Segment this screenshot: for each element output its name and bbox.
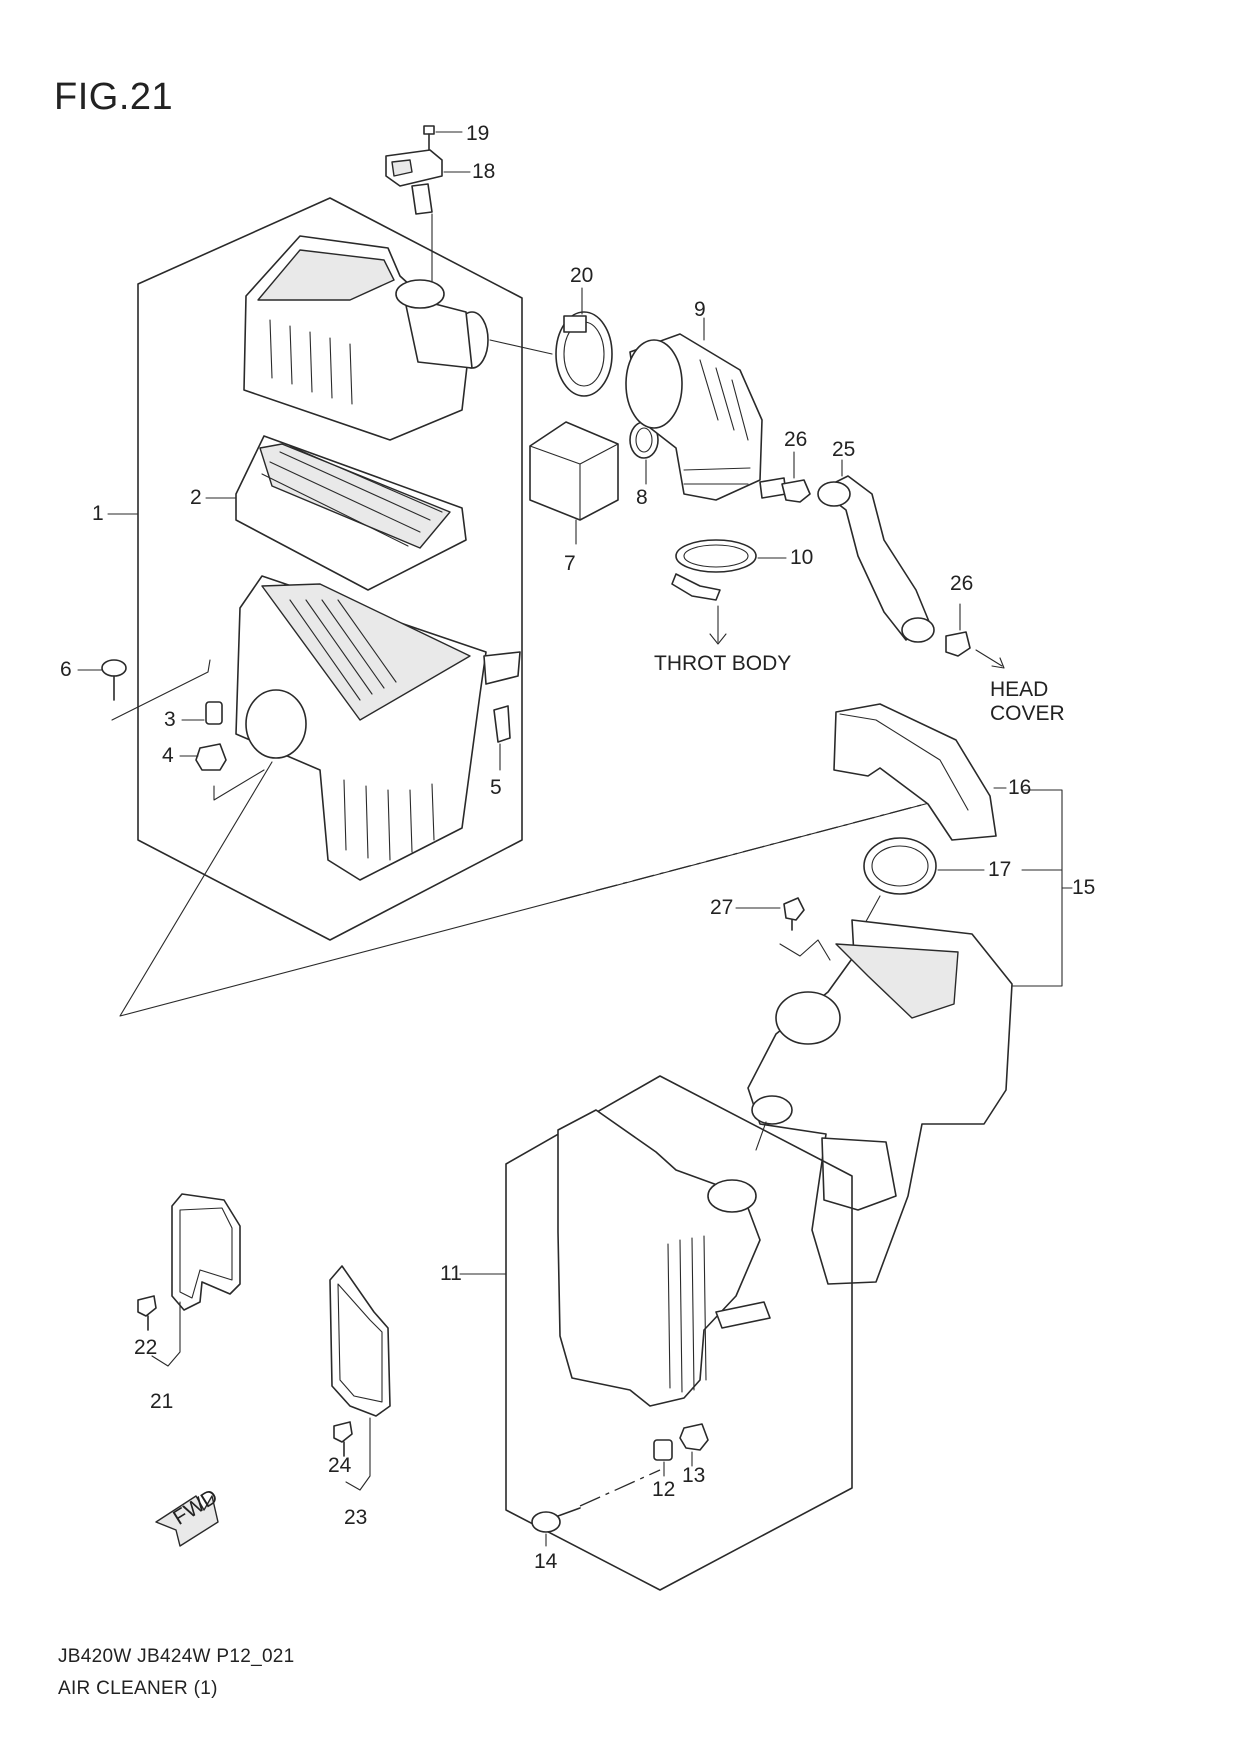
part-22-clip[interactable] [137,1295,157,1331]
bracket-15 [1011,789,1063,987]
callout-9: 9 [694,298,706,321]
part-26-clip-lower[interactable] [945,631,971,657]
callout-18: 18 [472,160,495,183]
leader-6-3 [111,659,211,721]
callout-25: 25 [832,438,855,461]
part-13-grommet[interactable] [679,1423,709,1451]
part-18-maf-sensor[interactable] [385,149,443,215]
leader-case-to-20 [489,339,553,355]
leader-23-24 [345,1417,371,1491]
note-cover: COVER [990,702,1065,725]
air-cleaner-upper-case[interactable] [243,235,489,441]
resonator-duct[interactable] [747,919,1013,1285]
callout-15: 15 [1072,876,1095,899]
callout-17: 17 [988,858,1011,881]
dash-leader-14 [579,1469,661,1507]
callout-2: 2 [190,486,202,509]
part-4-grommet[interactable] [195,743,227,771]
leader-21-22 [151,1301,181,1367]
part-16-duct-upper[interactable] [833,703,997,841]
callout-19: 19 [466,122,489,145]
arrow-head-head-cover [991,657,1005,669]
callout-4: 4 [162,744,174,767]
diagram-name: AIR CLEANER (1) [58,1678,218,1699]
callout-3: 3 [164,708,176,731]
callout-24: 24 [328,1454,352,1477]
part-8-o-ring[interactable] [629,421,659,459]
callout-11: 11 [440,1262,462,1285]
dash-leader-duct [559,797,949,901]
callout-14: 14 [534,1550,558,1573]
part-6-bolt[interactable] [101,659,127,701]
part-27-clip[interactable] [783,897,805,931]
figure-title: FIG.21 [54,76,174,118]
part-5-clip[interactable] [493,705,511,743]
part-19-screw[interactable] [423,125,435,151]
part-24-clip[interactable] [333,1421,353,1457]
callout-16: 16 [1008,776,1031,799]
leader-duct-to-11 [755,1121,767,1151]
arrow-head-cover [975,649,1003,667]
callout-7: 7 [564,552,576,575]
callout-26-lower: 26 [950,572,973,595]
part-20-clamp[interactable] [555,311,613,397]
part-26-clip-upper[interactable] [781,479,811,503]
callout-10: 10 [790,546,813,569]
diagram-code: JB420W JB424W P12_021 [58,1646,295,1667]
note-throt-body: THROT BODY [654,652,791,675]
callout-26-upper: 26 [784,428,807,451]
callout-12: 12 [652,1478,675,1501]
part-25-breather-hose[interactable] [817,475,935,643]
callout-8: 8 [636,486,648,509]
callout-22: 22 [134,1336,157,1359]
assembly-outline-11 [505,1075,853,1591]
callout-5: 5 [490,776,502,799]
callout-13: 13 [682,1464,705,1487]
part-17-seal[interactable] [863,837,937,895]
part-12-collar[interactable] [653,1439,673,1461]
fwd-direction-arrow: FWD [155,1485,222,1547]
callout-21: 21 [150,1390,173,1413]
part-2-air-filter[interactable] [235,435,467,591]
leader-4 [213,769,265,801]
callout-20: 20 [570,264,593,287]
assembly-outline-1 [137,197,523,941]
callout-1: 1 [92,502,104,525]
air-cleaner-lower-case[interactable] [235,575,521,881]
part-7-cap[interactable] [529,421,619,521]
arrow-head-throt [709,633,727,645]
callout-23: 23 [344,1506,367,1529]
part-14-bolt[interactable] [531,1507,581,1533]
part-21-seal[interactable] [171,1193,241,1311]
callout-27: 27 [710,896,733,919]
part-9-intake-hose[interactable] [625,333,787,501]
callout-6: 6 [60,658,72,681]
leader-to-duct [119,761,949,1017]
part-3-collar[interactable] [205,701,223,725]
part-10-hose-clamp[interactable] [671,539,757,601]
part-23-seal[interactable] [329,1265,391,1417]
leader-27 [779,939,831,961]
note-head: HEAD [990,678,1048,701]
part-11-resonator[interactable] [557,1109,771,1407]
